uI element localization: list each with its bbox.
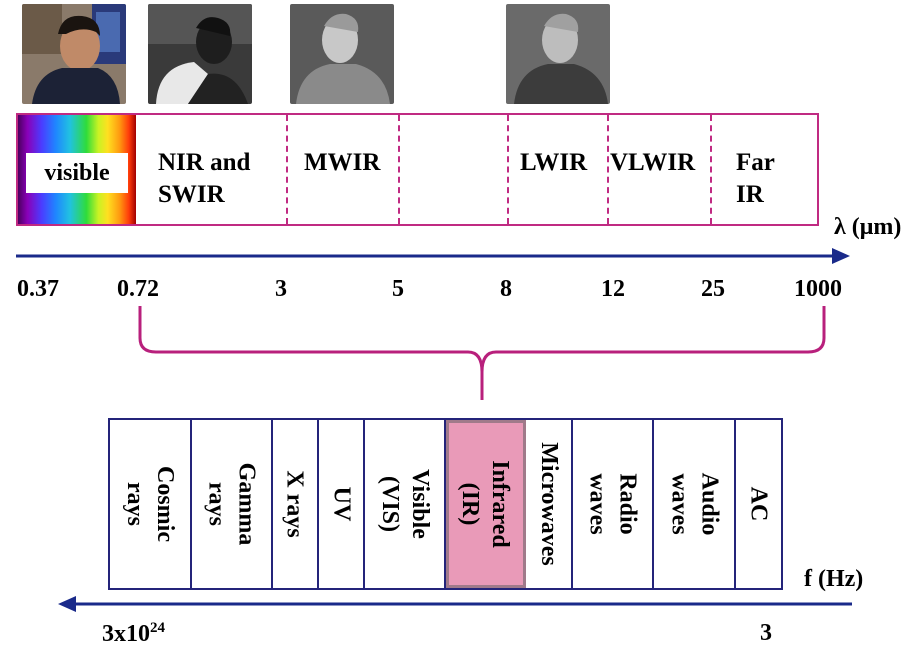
- ir-brace: [138, 306, 826, 400]
- cell-line: waves: [584, 473, 611, 535]
- cell-line: AC: [745, 486, 772, 522]
- spectrum-cell-microwaves: Microwaves: [526, 420, 573, 588]
- wavelength-tick: 8: [500, 276, 512, 302]
- visible-label: visible: [26, 153, 128, 193]
- cell-line: UV: [327, 486, 354, 522]
- cell-line: rays: [121, 481, 148, 526]
- wavelength-axis-arrow: [16, 248, 850, 264]
- frequency-exponent: 24: [150, 620, 165, 636]
- cell-line: (IR): [457, 482, 483, 526]
- region-nir-swir: NIR and SWIR: [158, 147, 250, 211]
- nir-face-photo: [148, 4, 252, 104]
- visible-face-photo: [22, 4, 126, 104]
- frequency-right-value: 3: [760, 620, 772, 646]
- cell-line: (VIS): [376, 475, 403, 533]
- cell-line: X rays: [282, 470, 309, 538]
- wavelength-tick: 25: [701, 276, 725, 302]
- region-line: LWIR: [520, 149, 588, 176]
- region-line: IR: [736, 181, 764, 208]
- region-mwir: MWIR: [304, 147, 380, 179]
- spectrum-cell-ac: AC: [736, 420, 781, 588]
- wavelength-tick: 5: [392, 276, 404, 302]
- cell-line: Infrared: [487, 460, 513, 548]
- cell-line: rays: [203, 482, 230, 526]
- cell-line: waves: [665, 473, 692, 535]
- wavelength-tick: 12: [601, 276, 625, 302]
- region-lwir: LWIR: [520, 147, 587, 179]
- wavelength-tick: 1000: [794, 276, 842, 302]
- band-divider: [607, 115, 609, 224]
- region-line: Far: [736, 149, 775, 176]
- cell-line: Microwaves: [535, 442, 562, 566]
- band-divider: [507, 115, 509, 224]
- region-line: VLWIR: [610, 149, 696, 176]
- cell-line: Radio: [614, 473, 641, 535]
- cell-line: Cosmic: [151, 466, 178, 542]
- infrared-band-strip: visible NIR and SWIR MWIR LWIR VLWIR Far…: [16, 113, 819, 226]
- wavelength-tick: 0.72: [117, 276, 159, 302]
- region-far-ir: Far IR: [736, 147, 775, 211]
- spectrum-cell-visible: Visible(VIS): [365, 420, 446, 588]
- region-line: MWIR: [304, 149, 381, 176]
- wavelength-tick: 0.37: [17, 276, 59, 302]
- cell-line: Gamma: [233, 462, 260, 546]
- wavelength-axis-label: λ (μm): [834, 214, 902, 240]
- spectrum-cell-infrared: Infrared(IR): [446, 420, 526, 588]
- frequency-left-value: 3x1024: [102, 620, 165, 648]
- lwir-face-photo: [506, 4, 610, 104]
- wavelength-tick: 3: [275, 276, 287, 302]
- band-divider: [398, 115, 400, 224]
- region-line: NIR and: [158, 149, 251, 176]
- region-vlwir: VLWIR: [610, 147, 695, 179]
- mwir-face-photo: [290, 4, 394, 104]
- band-divider: [286, 115, 288, 224]
- frequency-axis-arrow: [58, 596, 852, 612]
- cell-line: Audio: [695, 472, 722, 536]
- frequency-axis-label: f (Hz): [804, 566, 864, 592]
- band-divider: [710, 115, 712, 224]
- spectrum-cell-uv: UV: [319, 420, 365, 588]
- region-line: SWIR: [158, 181, 225, 208]
- spectrum-cell-x-rays: X rays: [273, 420, 319, 588]
- frequency-base: 3x10: [102, 621, 150, 647]
- cell-line: Visible: [406, 469, 433, 539]
